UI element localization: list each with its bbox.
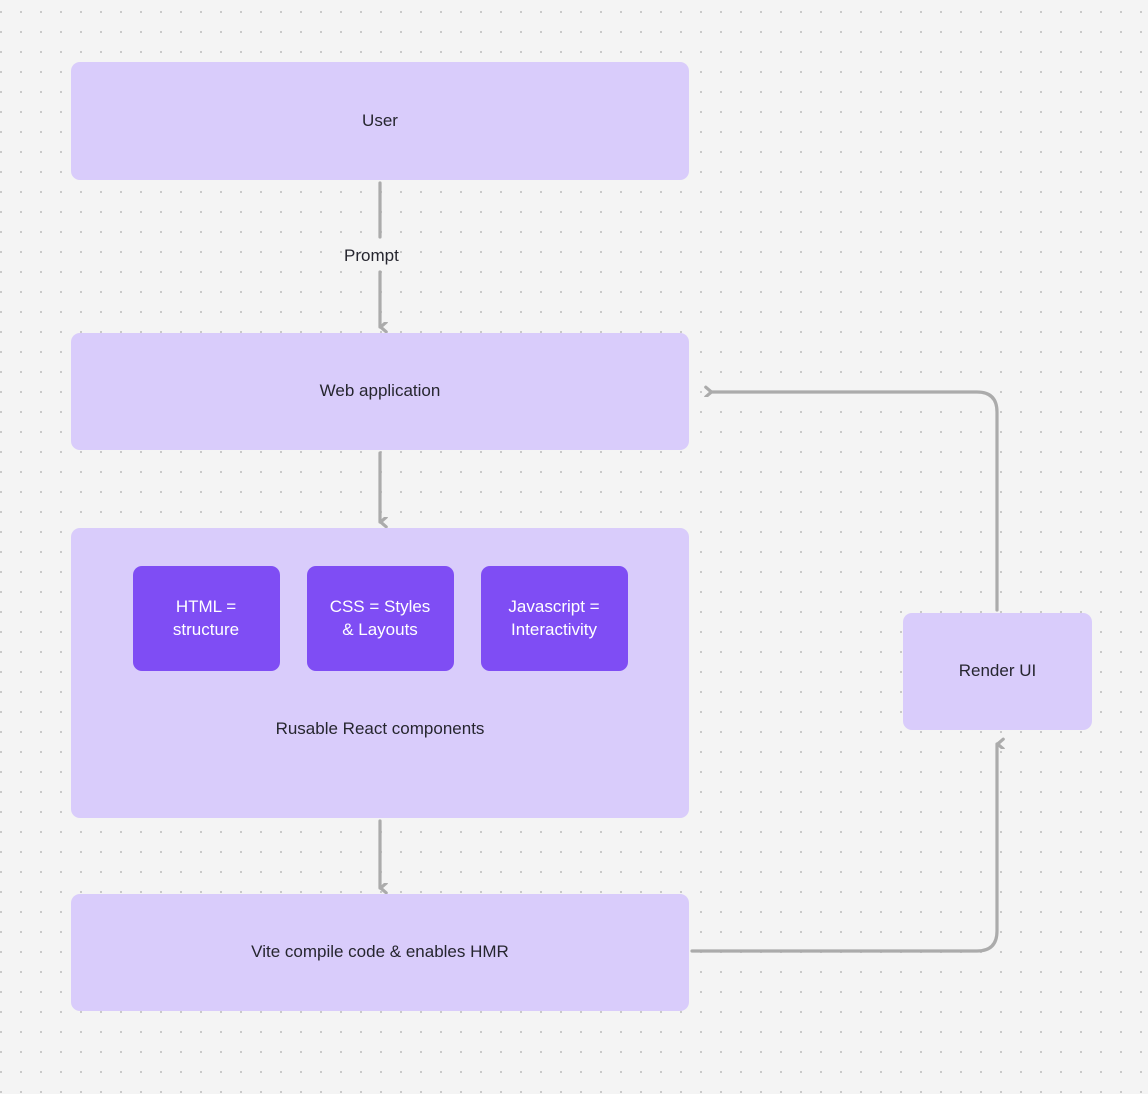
- node-user-label: User: [362, 110, 398, 130]
- edge-vite-to-render: [690, 744, 997, 953]
- chip-javascript[interactable]: Javascript = Interactivity: [480, 566, 628, 671]
- node-web-application[interactable]: Web application: [71, 333, 689, 450]
- edge-render-to-webapp: [712, 392, 999, 612]
- node-user[interactable]: User: [71, 62, 689, 180]
- chip-html[interactable]: HTML = structure: [132, 566, 280, 671]
- node-render-ui-label: Render UI: [958, 661, 1037, 681]
- chip-html-label: HTML = structure: [172, 596, 240, 639]
- node-web-application-label: Web application: [319, 381, 441, 401]
- chip-css[interactable]: CSS = Styles & Layouts: [306, 566, 454, 671]
- component-group-caption: Rusable React components: [275, 719, 485, 738]
- chip-css-label: CSS = Styles & Layouts: [329, 596, 431, 639]
- chip-javascript-label: Javascript = Interactivity: [508, 596, 600, 639]
- edge-label-prompt: Prompt: [344, 246, 399, 265]
- node-render-ui[interactable]: Render UI: [903, 613, 1092, 730]
- component-chip-row: HTML = structure CSS = Styles & Layouts …: [71, 528, 689, 671]
- node-component-group[interactable]: HTML = structure CSS = Styles & Layouts …: [71, 528, 689, 818]
- node-vite-label: Vite compile code & enables HMR: [251, 942, 509, 962]
- node-vite[interactable]: Vite compile code & enables HMR: [71, 894, 689, 1011]
